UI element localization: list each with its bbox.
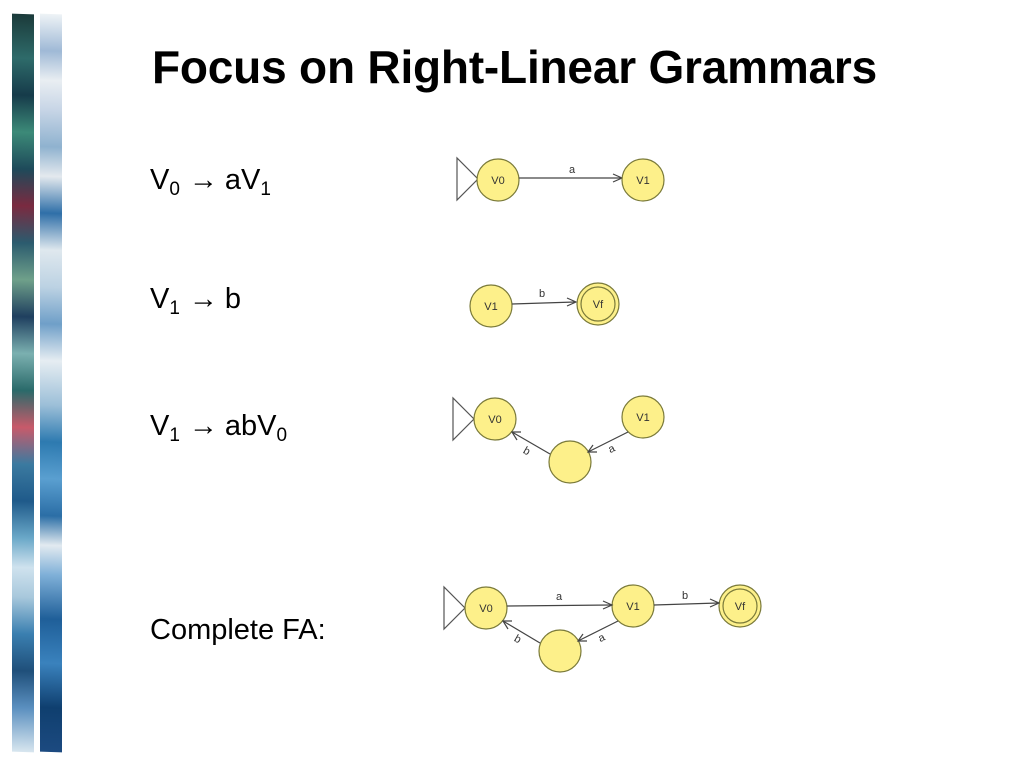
transition-edge (502, 620, 541, 644)
fa-diagram-2: V1 b Vf (469, 282, 620, 328)
transition-label: b (682, 590, 688, 602)
transition-edge (587, 431, 629, 453)
decorative-stripe-right (40, 13, 62, 753)
state-v1 (621, 395, 665, 439)
state-v0 (464, 586, 508, 630)
fa-diagram-1: V0 a V1 (456, 156, 665, 202)
state-v1 (621, 158, 665, 202)
state-label: V1 (636, 175, 649, 187)
production-arrow: → (188, 164, 218, 196)
state-label: V1 (626, 601, 639, 613)
complete-fa-label: Complete FA: (150, 614, 326, 646)
state-label: Vf (593, 299, 604, 311)
decorative-stripe-left (12, 13, 34, 753)
final-state-ring (722, 588, 758, 624)
transition-label: b (521, 445, 532, 458)
arrowhead-icon (602, 600, 614, 610)
transition-edge (506, 604, 612, 607)
transition-label: a (596, 631, 607, 645)
production-arrow: → (188, 283, 218, 315)
state-vf (576, 282, 620, 326)
transition-edge (511, 301, 576, 305)
production-rhs: aV (224, 164, 261, 196)
arrowhead-icon (566, 297, 578, 307)
transition-label: a (569, 164, 576, 176)
production-arrow: → (188, 410, 218, 442)
state-v0 (476, 158, 520, 202)
arrowhead-icon (501, 620, 512, 630)
production-3: V1 →abV0 (150, 410, 288, 446)
state-label: V1 (484, 301, 497, 313)
production-2: V1 →b (150, 283, 242, 319)
production-lhs: V (150, 164, 170, 196)
transition-label: a (606, 442, 617, 456)
production-lhs-subscript: 1 (169, 425, 180, 446)
transition-edge (577, 620, 619, 642)
arrowhead-icon (576, 633, 587, 642)
production-lhs: V (150, 410, 170, 442)
state-v1 (611, 584, 655, 628)
state-v0 (473, 397, 517, 441)
state-label: V0 (488, 414, 501, 426)
transition-label: b (539, 288, 545, 300)
state-label: Vf (735, 601, 746, 613)
production-rhs: abV (224, 410, 277, 442)
start-marker-icon (452, 396, 475, 442)
arrowhead-icon (586, 444, 597, 453)
production-rhs-subscript: 0 (276, 425, 288, 446)
arrowhead-icon (709, 598, 721, 608)
state-v1 (469, 284, 513, 328)
transition-label: a (556, 591, 563, 603)
production-1: V0 →aV1 (150, 164, 271, 200)
state-label: V0 (479, 603, 492, 615)
state-vf (718, 584, 762, 628)
start-marker-icon (456, 156, 479, 202)
fa-diagram-complete: V0 V1 Vf a b a b (443, 584, 762, 673)
arrowhead-icon (510, 431, 521, 441)
transition-label: b (512, 633, 523, 646)
state-intermediate (538, 629, 582, 673)
slide-title: Focus on Right-Linear Grammars (152, 41, 878, 93)
state-label: V0 (491, 175, 504, 187)
production-rhs: b (224, 283, 242, 315)
production-lhs-subscript: 0 (169, 179, 180, 200)
fa-diagram-3: V0 V1 a b (452, 395, 665, 484)
transition-edge (653, 602, 719, 606)
production-rhs-subscript: 1 (260, 179, 271, 200)
start-marker-icon (443, 585, 466, 631)
production-lhs-subscript: 1 (169, 298, 180, 319)
state-intermediate (548, 440, 592, 484)
production-lhs: V (150, 283, 170, 315)
final-state-ring (580, 286, 616, 322)
state-label: V1 (636, 412, 649, 424)
transition-edge (511, 431, 551, 455)
